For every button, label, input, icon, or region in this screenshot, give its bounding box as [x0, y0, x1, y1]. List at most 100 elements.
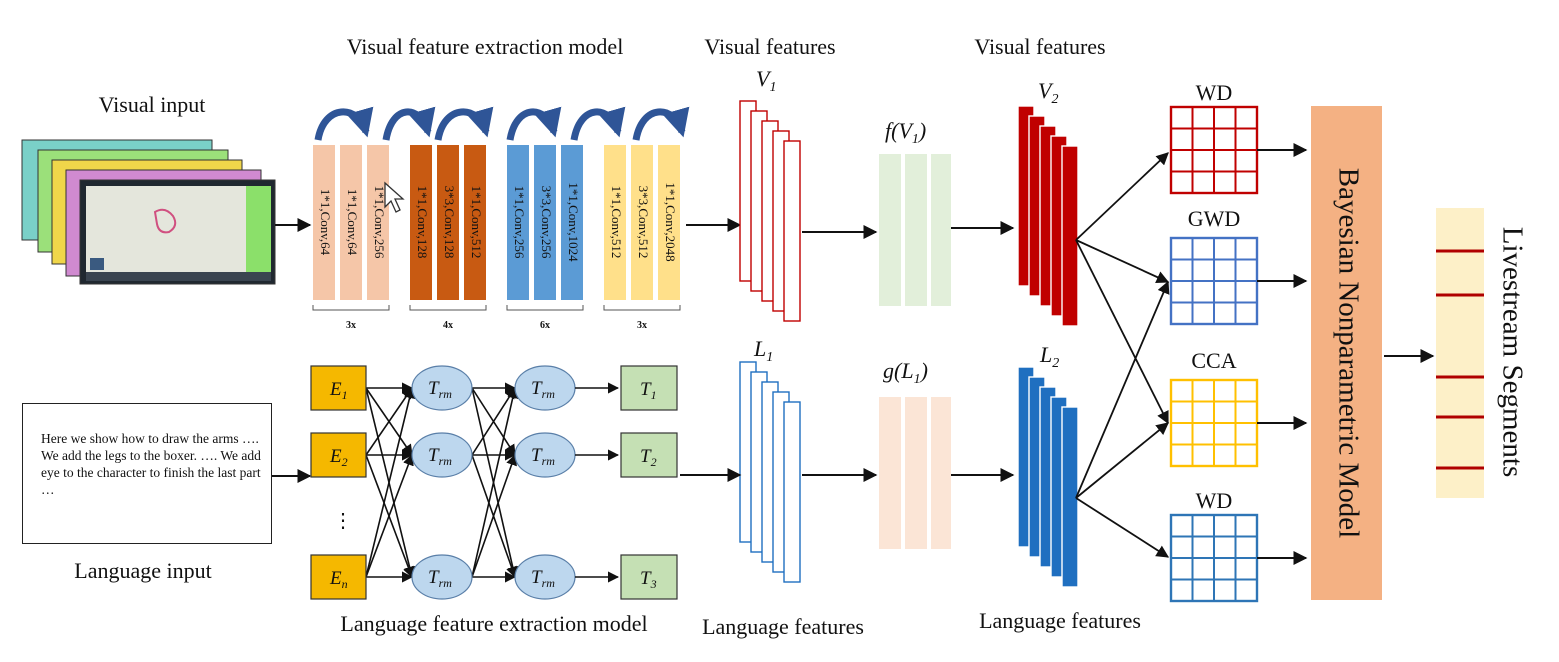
conv-layer-label: 3*3,Conv,128: [442, 186, 457, 259]
transformer-node: Trm: [411, 554, 473, 600]
feature-map: [783, 401, 801, 583]
conv-layer: [561, 145, 583, 300]
v1-label: V1: [756, 66, 776, 95]
output-node: T3: [620, 554, 678, 600]
language-model-title: Language feature extraction model: [340, 611, 647, 636]
conv-layer: [313, 145, 335, 300]
conv-layer-label: 1*1,Conv,256: [512, 186, 527, 259]
repeat-count: 3x: [637, 320, 647, 331]
skip-connection-arrow: [314, 106, 374, 141]
l1-label: L1: [753, 336, 773, 365]
output-label: T3: [640, 568, 657, 591]
video-canvas: [86, 186, 246, 272]
conv-layer: [340, 145, 362, 300]
video-frames-stack: [21, 139, 276, 285]
embedding-label: E2: [329, 446, 348, 469]
conv-layer: [507, 145, 529, 300]
output-node: T1: [620, 365, 678, 411]
feature-map: [1061, 145, 1079, 327]
repeat-bracket: [506, 305, 584, 311]
embedding-node: En: [310, 554, 367, 600]
l1-feature-stack: [739, 361, 801, 583]
visual-model-title: Visual feature extraction model: [347, 34, 624, 59]
conv-layer-label: 1*1,Conv,2048: [663, 182, 678, 261]
l2-label: L2: [1039, 342, 1059, 371]
visual-features-label-1: Visual features: [704, 34, 835, 59]
embedding-node: E1: [310, 365, 367, 411]
metric-label: CCA: [1191, 348, 1236, 373]
metric-grids: WD GWD CCA WD: [1169, 80, 1308, 603]
transformer-label: Trm: [531, 445, 555, 468]
metric-grid: WD: [1169, 80, 1308, 195]
gl1-block: [879, 397, 951, 549]
fanout-arrows: [1075, 152, 1170, 558]
conv-layer: [437, 145, 459, 300]
conv-layer-label: 1*1,Conv,128: [415, 186, 430, 259]
metric-grid: CCA: [1169, 348, 1308, 468]
repeat-bracket: [312, 305, 390, 311]
conv-layer: [464, 145, 486, 300]
v2-label: V2: [1038, 78, 1058, 107]
transformer-node: Trm: [411, 432, 473, 478]
conv-layer: [658, 145, 680, 300]
conv-layer-label: 3*3,Conv,512: [636, 186, 651, 259]
skip-connection-arrow: [382, 106, 436, 141]
conv-layer-label: 1*1,Conv,256: [372, 186, 387, 259]
transformer-node: Trm: [514, 432, 576, 478]
fv1-block: [879, 154, 951, 306]
conv-layer-label: 1*1,Conv,1024: [566, 182, 581, 262]
v1-feature-stack: [739, 100, 801, 322]
transformer-node: Trm: [514, 554, 576, 600]
transformer-node: Trm: [411, 365, 473, 411]
segments-label: Livestream Segments: [1496, 227, 1528, 477]
segment-marks: [1436, 249, 1484, 470]
drawing-sketch: [153, 208, 177, 234]
metric-label: WD: [1196, 80, 1233, 105]
l2-feature-stack: [1017, 366, 1079, 588]
conv-layer: [410, 145, 432, 300]
conv-layer: [604, 145, 626, 300]
output-label: T1: [640, 379, 657, 402]
bayesian-model-block: [1311, 106, 1382, 600]
language-input-text: Here we show how to draw the arms …. We …: [41, 431, 261, 497]
visual-features-label-2: Visual features: [974, 34, 1105, 59]
conv-layer-label: 1*1,Conv,512: [609, 186, 624, 259]
skip-connection-arrow: [434, 106, 494, 141]
repeat-count: 6x: [540, 320, 550, 331]
repeat-bracket: [603, 305, 681, 311]
skip-connection-arrow: [506, 106, 562, 141]
cursor-icon: [384, 181, 405, 213]
segments-bar: [1436, 208, 1484, 498]
language-features-label-2: Language features: [979, 608, 1141, 633]
gl1-label: g(L1): [883, 358, 928, 387]
attention-connections: [365, 382, 519, 583]
skip-connection-arrow: [632, 106, 690, 141]
metric-label: WD: [1196, 488, 1233, 513]
metric-label: GWD: [1188, 206, 1241, 231]
language-features-label-1: Language features: [702, 614, 864, 639]
metric-grid: GWD: [1169, 206, 1308, 326]
repeat-count: 3x: [346, 320, 356, 331]
metric-grid: WD: [1169, 488, 1308, 603]
skip-connection-arrow: [570, 106, 626, 141]
embedding-node: E2: [310, 432, 367, 478]
bayesian-model-label: Bayesian Nonparametric Model: [1332, 168, 1364, 538]
conv-block: 1*1,Conv,256 3*3,Conv,256 1*1,Conv,1024 6x: [506, 145, 584, 331]
language-input-box: Here we show how to draw the arms …. We …: [22, 403, 272, 544]
repeat-bracket: [409, 305, 487, 311]
conv-block: 1*1,Conv,128 3*3,Conv,128 1*1,Conv,512 4x: [409, 145, 487, 331]
conv-layer: [534, 145, 556, 300]
language-input-label: Language input: [74, 558, 211, 583]
transformer-node: Trm: [514, 365, 576, 411]
output-node: T2: [620, 432, 678, 478]
conv-layer-label: 3*3,Conv,256: [539, 186, 554, 259]
conv-layer-label: 1*1,Conv,512: [469, 186, 484, 259]
feature-map: [783, 140, 801, 322]
conv-layer: [631, 145, 653, 300]
conv-layer: [367, 145, 389, 300]
repeat-count: 4x: [443, 320, 453, 331]
